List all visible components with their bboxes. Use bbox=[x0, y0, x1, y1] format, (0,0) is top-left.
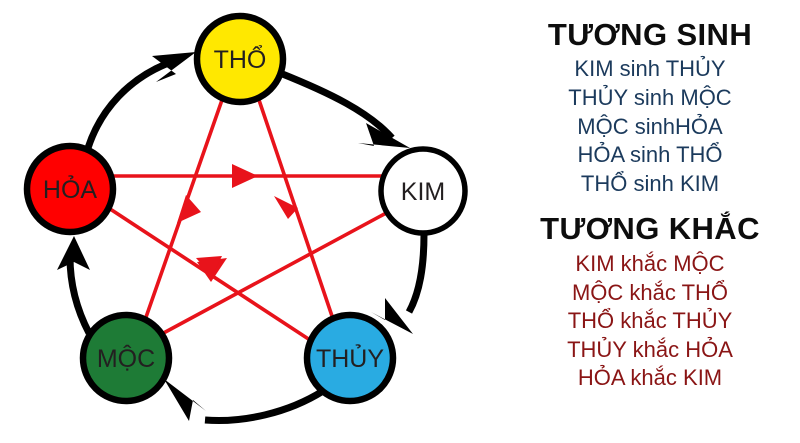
arrowhead-tho-to-kim bbox=[358, 123, 410, 148]
arc-kim-to-thuy bbox=[405, 233, 428, 314]
arc-hoa-to-tho bbox=[84, 60, 168, 150]
node-hoa-circle[interactable] bbox=[23, 142, 117, 236]
node-thuy-label: THỦY bbox=[316, 343, 384, 373]
tuong-khac-section: TƯƠNG KHẮC KIM khắc MỘC MỘC khắc THỔ THỔ… bbox=[500, 212, 800, 392]
list-item: THỔ sinh KIM bbox=[580, 170, 720, 196]
tuong-khac-heading: TƯƠNG KHẮC bbox=[540, 211, 760, 247]
arrowhead-thuy-to-hoa bbox=[196, 256, 222, 276]
element-nodes: THỔ KIM THỦY MỘC HỎA bbox=[23, 12, 468, 405]
tuong-khac-list: KIM khắc MỘC MỘC khắc THỔ THỔ khắc THỦY … bbox=[500, 250, 800, 393]
list-item: HỎA khắc KIM bbox=[577, 365, 723, 391]
arc-tho-to-kim bbox=[278, 69, 395, 141]
node-thuy-circle[interactable] bbox=[303, 311, 397, 405]
legend-panel: TƯƠNG SINH KIM sinh THỦY THỦY sinh MỘC M… bbox=[500, 0, 800, 443]
overcoming-cycle-lines bbox=[99, 98, 390, 342]
list-item: HỎA sinh THỔ bbox=[577, 142, 723, 168]
list-item: MỘC sinhHỎA bbox=[577, 113, 723, 139]
arrowhead-moc-to-tho bbox=[177, 195, 201, 223]
list-item: THỦY sinh MỘC bbox=[568, 85, 732, 111]
tuong-sinh-list: KIM sinh THỦY THỦY sinh MỘC MỘC sinhHỎA … bbox=[500, 55, 800, 198]
line-kim-to-moc bbox=[156, 210, 390, 338]
arrowhead-kim-to-thuy bbox=[371, 298, 413, 334]
list-item: KIM khắc MỘC bbox=[575, 250, 725, 276]
node-kim[interactable]: KIM bbox=[378, 146, 468, 236]
node-tho[interactable]: THỔ bbox=[193, 12, 287, 106]
node-thuy[interactable]: THỦY bbox=[303, 311, 397, 405]
generating-cycle-arcs bbox=[66, 60, 428, 424]
tuong-sinh-section: TƯƠNG SINH KIM sinh THỦY THỦY sinh MỘC M… bbox=[500, 18, 800, 198]
arrowhead-thuy-to-moc bbox=[164, 379, 206, 421]
node-moc-circle[interactable] bbox=[79, 311, 173, 405]
node-tho-label: THỔ bbox=[214, 44, 267, 74]
node-kim-label: KIM bbox=[401, 178, 445, 206]
arc-moc-to-hoa bbox=[66, 256, 93, 335]
arrowhead-hoa-to-kim bbox=[232, 164, 258, 188]
arc-thuy-to-moc bbox=[204, 388, 325, 424]
node-hoa[interactable]: HỎA bbox=[23, 142, 117, 236]
arrowhead-tho-to-thuy bbox=[274, 196, 298, 219]
node-tho-circle[interactable] bbox=[193, 12, 287, 106]
arrowhead-hoa-to-tho bbox=[152, 52, 196, 82]
tuong-sinh-heading: TƯƠNG SINH bbox=[547, 17, 753, 52]
five-elements-diagram: THỔ KIM THỦY MỘC HỎA bbox=[23, 12, 468, 424]
generating-cycle-arrowheads bbox=[57, 52, 413, 421]
node-moc[interactable]: MỘC bbox=[79, 311, 173, 405]
node-moc-label: MỘC bbox=[97, 344, 155, 373]
list-item: THỔ khắc THỦY bbox=[567, 308, 733, 334]
node-hoa-label: HỎA bbox=[43, 174, 98, 204]
list-item: KIM sinh THỦY bbox=[574, 56, 726, 82]
node-kim-circle[interactable] bbox=[378, 146, 468, 236]
list-item: MỘC khắc THỔ bbox=[571, 279, 729, 305]
overcoming-cycle-arrowheads bbox=[177, 164, 298, 282]
arrowhead-moc-to-hoa bbox=[57, 236, 90, 270]
list-item: THỦY khắc HỎA bbox=[567, 336, 733, 362]
